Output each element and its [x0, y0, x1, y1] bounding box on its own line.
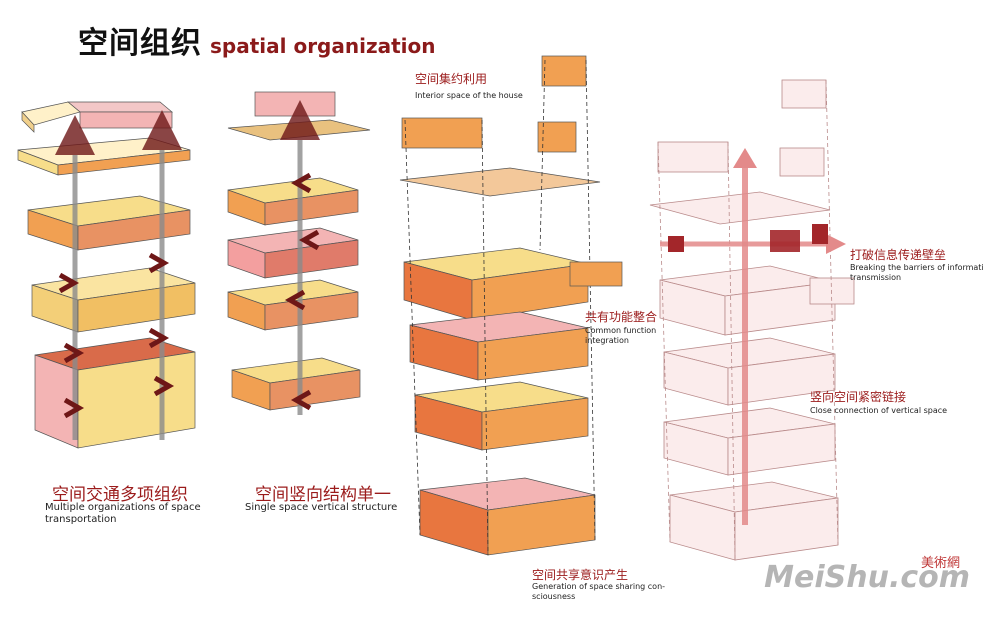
panel-3-mid-label-en-2: integration	[585, 336, 629, 345]
panel-4-top-label-cn: 打破信息传递壁垒	[850, 248, 947, 262]
watermark-cn: 美術網	[920, 556, 960, 571]
panel-2-building	[227, 91, 371, 415]
panel-4-arrows	[660, 148, 846, 525]
panel-4-mid-label-cn: 竖向空间紧密链接	[810, 390, 907, 404]
panel-3-mid-label-cn: 共有功能整合	[585, 310, 658, 324]
panel-3-bottom-label-en-2: sciousness	[532, 592, 576, 601]
panel-4-top-label-en-2: transmission	[850, 273, 902, 282]
panel-4-top-label-en-1: Breaking the barriers of informati	[850, 263, 984, 272]
panel-3-bottom-label-en-1: Generation of space sharing con-	[532, 582, 666, 591]
panel-1-caption-cn: 空间交通多项组织	[52, 485, 188, 505]
panel-3-top-label-cn: 空间集约利用	[415, 72, 488, 86]
panel-1-caption-en-1: Multiple organizations of space	[45, 502, 201, 513]
panel-1-caption-en-2: transportation	[45, 514, 117, 525]
panel-3-building	[399, 55, 623, 556]
panel-4-building	[649, 79, 855, 561]
panel-3-bottom-label-cn: 空间共享意识产生	[532, 568, 629, 582]
panel-2-caption-cn: 空间竖向结构单一	[255, 485, 391, 505]
page-title-en: spatial organization	[210, 34, 436, 58]
panel-1-building	[17, 101, 196, 449]
page-title-cn: 空间组织	[78, 26, 202, 61]
panel-3-top-label-en: Interior space of the house	[415, 91, 523, 100]
panel-3-mid-label-en-1: Common function	[585, 326, 657, 335]
panel-4-mid-label-en: Close connection of vertical space	[810, 406, 948, 415]
panel-2-caption-en: Single space vertical structure	[245, 502, 398, 513]
watermark-logo: MeiShu.com	[764, 560, 970, 595]
